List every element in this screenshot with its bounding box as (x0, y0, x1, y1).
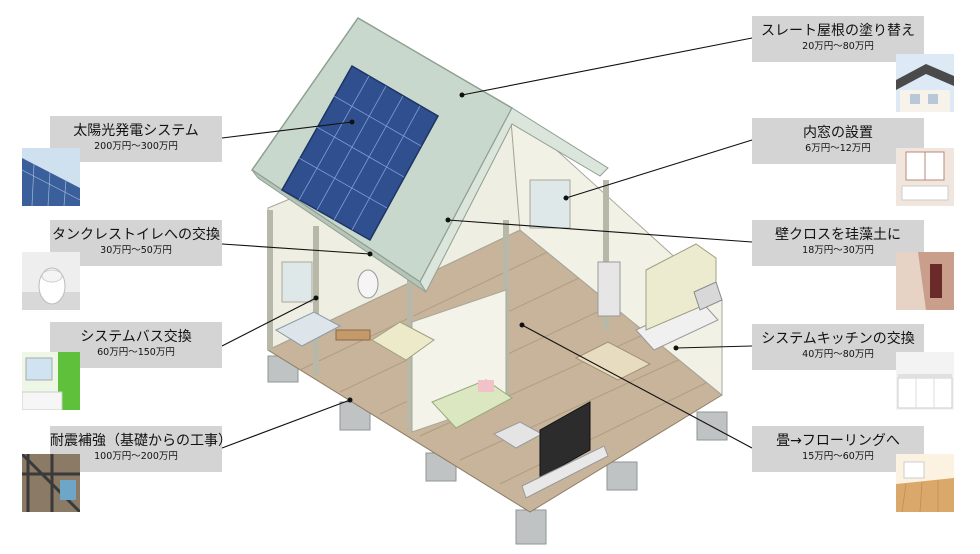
callout-title: 耐震補強（基礎からの工事） (50, 433, 232, 449)
tv (539, 401, 591, 479)
steel-frame-photo (22, 454, 80, 512)
callout-title: スレート屋根の塗り替え (761, 23, 915, 39)
tv-stand (521, 445, 609, 499)
solar-panel-photo (22, 148, 80, 206)
cushion (478, 380, 494, 392)
pier (515, 509, 547, 545)
dining-table (574, 341, 652, 381)
callout-title: 畳→フローリングへ (776, 433, 900, 449)
callout-cost: 30万円～50万円 (100, 245, 172, 256)
callout-window: 内窓の設置 6万円～12万円 (752, 118, 924, 164)
callout-title: 内窓の設置 (803, 125, 873, 141)
callout-title: システムキッチンの交換 (761, 331, 915, 347)
window (281, 261, 313, 303)
solar-panel (280, 64, 440, 242)
kitchen-photo (896, 352, 954, 410)
pier (606, 461, 638, 491)
callout-cost: 20万円～80万円 (802, 41, 874, 52)
callout-wall: 壁クロスを珪藻土に 18万円～30万円 (752, 220, 924, 266)
flooring-photo (896, 454, 954, 512)
callout-cost: 200万円～300万円 (94, 141, 178, 152)
range-hood (693, 281, 723, 311)
window (529, 179, 571, 229)
bathroom-photo (22, 352, 80, 410)
desk (335, 329, 371, 341)
callout-title: 太陽光発電システム (73, 123, 199, 139)
callout-title: システムバス交換 (80, 329, 192, 345)
callout-title: タンクレストイレへの交換 (52, 227, 220, 243)
callout-cost: 15万円～60万円 (802, 451, 874, 462)
callout-cost: 100万円～200万円 (94, 451, 178, 462)
kitchen-cabinet (645, 243, 717, 331)
roof-edge (251, 169, 427, 293)
callout-cost: 40万円～80万円 (802, 349, 874, 360)
roof-photo (896, 54, 954, 112)
callout-title: 壁クロスを珪藻土に (775, 227, 901, 243)
wall-photo (896, 252, 954, 310)
toilet (357, 269, 379, 299)
bed (371, 321, 435, 361)
callout-cost: 60万円～150万円 (97, 347, 175, 358)
callout-kitchen: システムキッチンの交換 40万円～80万円 (752, 324, 924, 370)
window-room-photo (896, 148, 954, 206)
refrigerator (597, 261, 621, 317)
toilet-photo (22, 252, 80, 310)
callout-cost: 6万円～12万円 (805, 143, 871, 154)
callout-roof: スレート屋根の塗り替え 20万円～80万円 (752, 16, 924, 62)
leader-lines (221, 37, 753, 449)
callout-flooring: 畳→フローリングへ 15万円～60万円 (752, 426, 924, 472)
callout-cost: 18万円～30万円 (802, 245, 874, 256)
bathtub (274, 311, 342, 347)
